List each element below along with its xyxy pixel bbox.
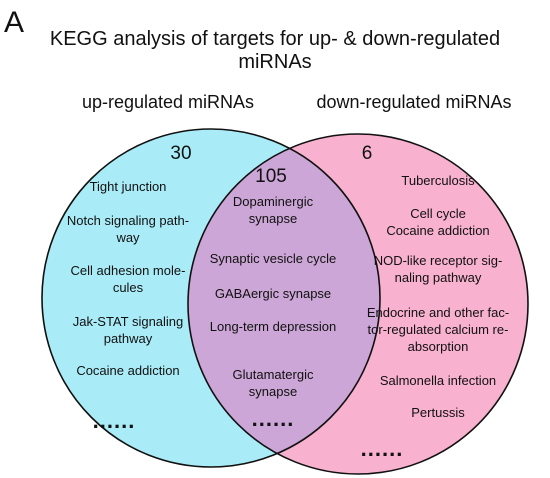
diagram-title: KEGG analysis of targets for up- & down-… — [0, 28, 550, 74]
pathway-item: Dopaminergic synapse — [232, 194, 314, 226]
more-items-ellipsis: ...... — [360, 436, 404, 461]
pathway-item: Jak-STAT signaling pathway — [72, 314, 184, 346]
panel-label: A — [4, 6, 25, 39]
pathway-item: Pertussis — [411, 405, 465, 420]
more-items-ellipsis: ...... — [92, 408, 136, 433]
overlap-region — [188, 134, 380, 467]
more-items-ellipsis: ...... — [251, 406, 295, 431]
down-regulated-label: down-regulated miRNAs — [316, 92, 512, 112]
down-regulated-circle-outline — [187, 133, 529, 475]
pathway-item: Cell cycle Cocaine addiction — [386, 206, 490, 238]
down-only-count: 6 — [361, 143, 373, 164]
pathway-item: Glutamatergic synapse — [232, 367, 314, 399]
pathway-item: Notch signaling path- way — [66, 213, 190, 245]
up-regulated-circle-outline — [41, 128, 381, 468]
pathway-item: Tight junction — [89, 179, 167, 194]
pathway-item: Synaptic vesicle cycle — [209, 251, 337, 266]
pathway-item: Salmonella infection — [379, 373, 497, 388]
pathway-item: NOD-like receptor sig- naling pathway — [373, 253, 503, 285]
title-line-1: KEGG analysis of targets for up- & down-… — [49, 28, 501, 50]
pathway-item: Tuberculosis — [401, 173, 475, 188]
overlap-count: 105 — [255, 166, 287, 187]
title-line-2: miRNAs — [238, 51, 312, 73]
pathway-item: Endocrine and other fac- tor-regulated c… — [366, 305, 510, 354]
up-only-count: 30 — [170, 143, 192, 164]
pathway-item: Cell adhesion mole- cules — [70, 263, 186, 295]
pathway-item: Long-term depression — [209, 319, 337, 334]
pathway-item: Cocaine addiction — [76, 363, 180, 378]
up-regulated-label: up-regulated miRNAs — [81, 92, 255, 112]
pathway-item: GABAergic synapse — [214, 286, 332, 301]
